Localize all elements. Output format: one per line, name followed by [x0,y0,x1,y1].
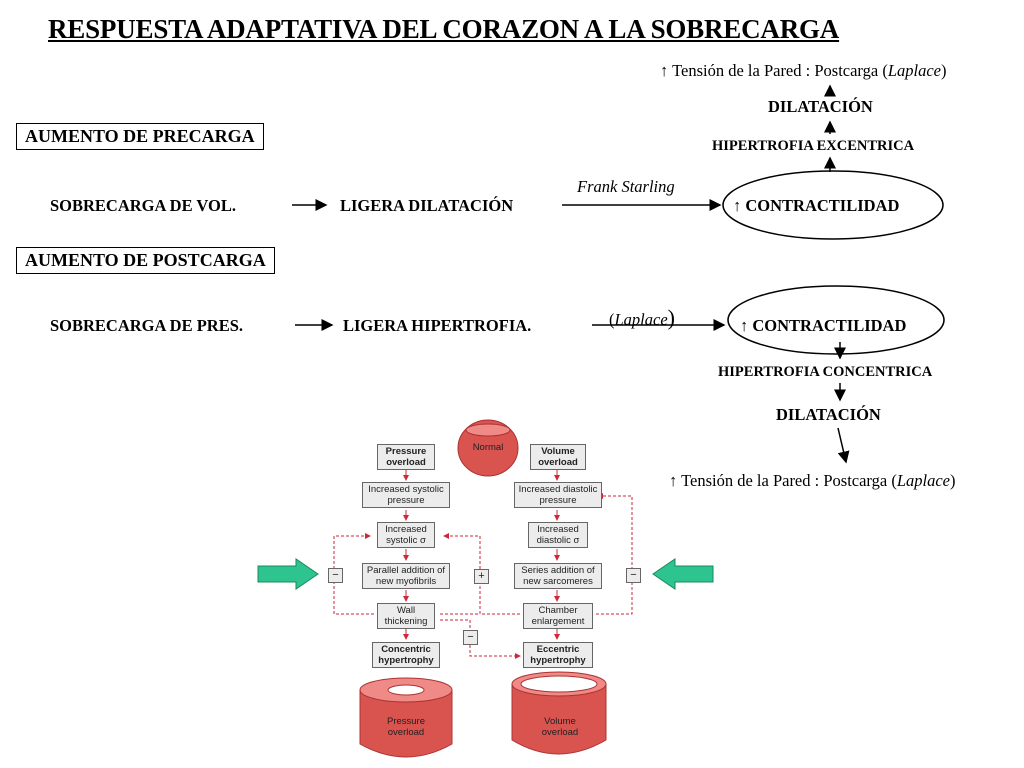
ligera-hipertrofia: LIGERA HIPERTROFIA. [343,316,532,335]
node-parallel-addition: Parallel addition of new myofibrils [362,563,450,589]
ellipse-contractilidad-postcarga [727,285,945,355]
volume-overload-heart-label: Volume overload [541,716,579,738]
arrow-down-tension [837,427,850,464]
normal-label: Normal [472,442,504,453]
page-title: RESPUESTA ADAPTATIVA DEL CORAZON A LA SO… [48,14,840,44]
plus-sign: + [474,569,489,584]
arrow-up-icon: ↑ [669,471,678,490]
pressure-overload-heart-label: Pressure overload [386,716,425,738]
arrow-up-icon: ↑ [740,316,749,335]
node-increased-systolic-pressure: Increased systolic pressure [362,482,450,508]
hypertrophy-figure: Normal Pressure overload Increased systo… [320,418,652,768]
contractilidad-postcarga: ↑ CONTRACTILIDAD [740,316,907,335]
aumento-postcarga-box: AUMENTO DE POSTCARGA [16,247,275,274]
contractilidad-precarga: ↑ CONTRACTILIDAD [733,196,900,215]
node-volume-overload: Volume overload [530,444,586,470]
pressure-overload-heart-icon [359,689,453,758]
node-eccentric-hypertrophy: Eccentric hypertrophy [523,642,593,668]
bottom-tension-text: ↑ Tensión de la Pared : Postcarga (Lapla… [669,471,956,490]
minus-sign-right: − [626,568,641,583]
minus-sign-center: − [463,630,478,645]
arrow-up-icon: ↑ [660,61,669,80]
green-pointer-right-icon [652,558,714,590]
node-chamber-enlargement: Chamber enlargement [523,603,593,629]
minus-sign-left: − [328,568,343,583]
aumento-precarga-box: AUMENTO DE PRECARGA [16,123,264,150]
figure-flow-lines [333,419,633,758]
frank-starling-label: Frank Starling [577,177,675,196]
green-pointer-left-icon [257,558,319,590]
node-pressure-overload: Pressure overload [377,444,435,470]
top-tension-text: ↑ Tensión de la Pared : Postcarga (Lapla… [660,61,947,80]
bottom-dilatacion: DILATACIÓN [776,405,881,424]
arrow-up-icon: ↑ [733,196,742,215]
node-increased-diastolic-pressure: Increased diastolic pressure [514,482,602,508]
ligera-dilatacion: LIGERA DILATACIÓN [340,196,514,215]
node-series-addition: Series addition of new sarcomeres [514,563,602,589]
hipertrofia-concentrica: HIPERTROFIA CONCENTRICA [718,364,933,380]
volume-overload-heart-icon [511,683,607,755]
node-concentric-hypertrophy: Concentric hypertrophy [372,642,440,668]
node-wall-thickening: Wall thickening [377,603,435,629]
node-increased-diastolic-sigma: Increased diastolic σ [528,522,588,548]
ellipse-contractilidad-precarga [722,170,944,240]
sobrecarga-vol: SOBRECARGA DE VOL. [50,196,236,215]
hipertrofia-excentrica: HIPERTROFIA EXCENTRICA [712,138,915,154]
top-dilatacion: DILATACIÓN [768,97,873,116]
node-increased-systolic-sigma: Increased systolic σ [377,522,435,548]
sobrecarga-pres: SOBRECARGA DE PRES. [50,316,243,335]
